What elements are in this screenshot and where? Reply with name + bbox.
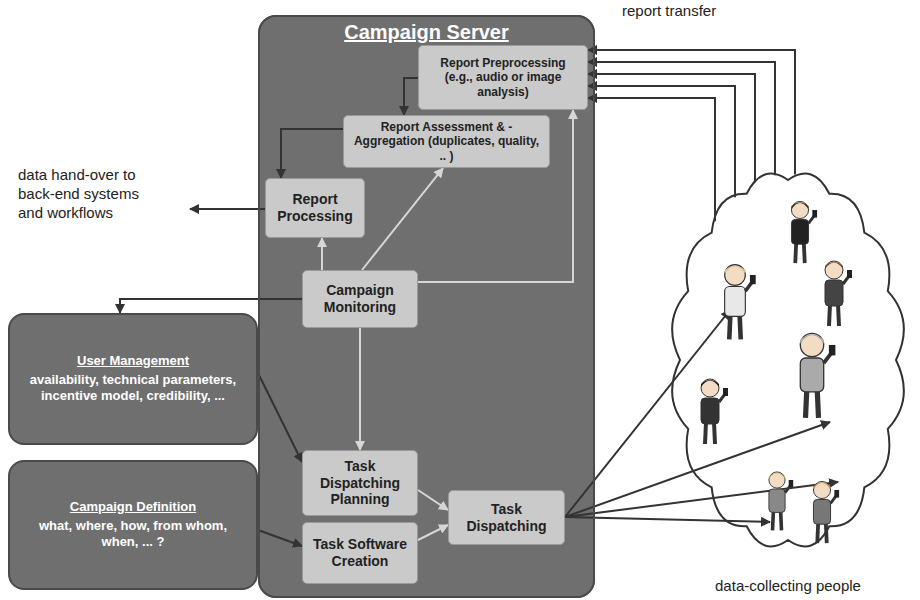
panel-heading: User Management	[77, 353, 189, 370]
flow-arrow	[281, 129, 343, 178]
flow-arrow	[565, 482, 838, 517]
cloud-shape	[672, 174, 904, 547]
box-label: Report Assessment & -Aggregation (duplic…	[350, 120, 543, 163]
process-box: Task Software Creation	[302, 522, 418, 584]
process-box: Report Preprocessing (e.g., audio or ima…	[418, 45, 588, 110]
internal-arrow	[321, 238, 323, 270]
panel-heading: Campaign Definition	[70, 499, 196, 516]
panel-body: availability, technical parameters, ince…	[22, 372, 244, 406]
process-box: Task Dispatching Planning	[302, 450, 418, 516]
process-box: Report Assessment & -Aggregation (duplic…	[343, 115, 550, 168]
flow-arrow	[588, 86, 735, 197]
panel-body: what, where, how, from whom, when, ... ?	[22, 518, 244, 552]
cloud-outline	[662, 160, 914, 565]
output-label: data hand-over to back-end systems and w…	[18, 166, 160, 222]
flow-arrow	[588, 74, 755, 183]
process-box: Report Processing	[265, 178, 365, 238]
internal-arrow	[362, 168, 443, 270]
process-box: Task Dispatching	[448, 490, 565, 545]
internal-arrow	[359, 328, 361, 450]
box-label: Campaign Monitoring	[309, 282, 411, 316]
box-label: Task Dispatching	[455, 501, 558, 535]
box-label: Task Dispatching Planning	[309, 458, 411, 508]
flow-arrow	[404, 78, 418, 115]
server-panel: Report Preprocessing (e.g., audio or ima…	[258, 15, 595, 598]
person-figure	[813, 481, 839, 543]
person-figure	[701, 379, 728, 444]
flow-arrow	[565, 517, 770, 522]
person-figure	[769, 472, 793, 531]
server-fill	[258, 15, 595, 598]
flow-arrow	[258, 530, 302, 546]
person-figure	[800, 333, 835, 418]
server-title: Campaign Server	[260, 21, 593, 44]
input-panel: User Management availability, technical p…	[8, 313, 258, 445]
people-cloud: data-collecting people	[662, 160, 914, 565]
flow-arrow	[588, 62, 775, 175]
flow-arrow	[258, 373, 302, 462]
box-label: Report Preprocessing (e.g., audio or ima…	[425, 56, 581, 99]
flow-arrow	[565, 422, 830, 517]
flow-arrow	[565, 310, 730, 517]
box-label: Report Processing	[272, 191, 358, 225]
flow-label: report transfer	[622, 2, 802, 21]
input-panel: Campaign Definition what, where, how, fro…	[8, 460, 258, 590]
process-box: Campaign Monitoring	[302, 270, 418, 328]
person-figure	[791, 201, 817, 263]
flow-arrow	[588, 50, 795, 174]
person-figure	[825, 261, 852, 326]
flow-arrow	[588, 98, 715, 221]
internal-arrow	[418, 490, 448, 510]
flow-arrow	[120, 299, 302, 313]
internal-arrow	[418, 525, 448, 540]
person-figure	[725, 265, 756, 340]
box-label: Task Software Creation	[309, 536, 411, 570]
cloud-caption: data-collecting people	[662, 577, 914, 594]
hand-over-arrow	[190, 208, 265, 210]
